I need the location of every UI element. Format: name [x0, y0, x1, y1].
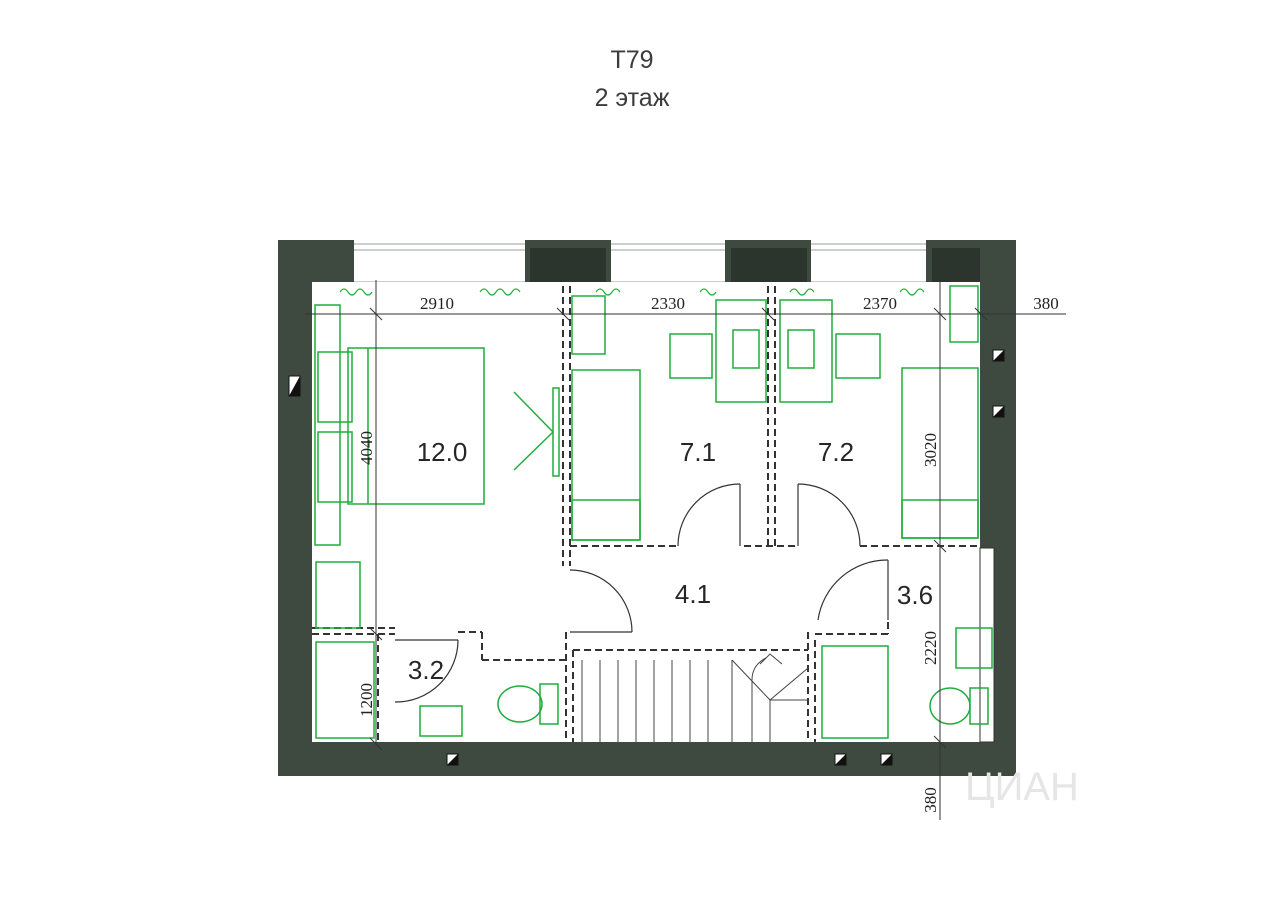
plan-title: T79 — [610, 46, 654, 74]
storage-rack — [315, 561, 361, 629]
dim-top-left: 2910 — [420, 294, 454, 313]
socket-markers — [288, 349, 1005, 766]
partitions — [312, 286, 980, 742]
staircase[interactable] — [581, 653, 809, 742]
toilet-1 — [497, 685, 543, 723]
dim-top-mid: 2330 — [651, 294, 685, 313]
shower-1 — [315, 641, 375, 739]
dim-bath-right: 2220 — [921, 631, 940, 665]
chair-2 — [835, 333, 881, 379]
room-area-bedroom-3: 7.2 — [818, 437, 854, 467]
sink-2 — [955, 627, 993, 669]
dim-bottom-outer: 380 — [921, 787, 940, 813]
desk-1 — [715, 299, 767, 403]
double-bed — [347, 347, 485, 505]
room-area-bath-1: 3.2 — [408, 655, 444, 685]
dim-bath-left: 1200 — [357, 683, 376, 717]
desk-2 — [779, 299, 833, 403]
curtains — [339, 288, 925, 296]
wardrobe — [314, 304, 341, 546]
exterior-walls — [278, 240, 1016, 776]
sink-1 — [419, 705, 463, 737]
doors — [394, 483, 889, 703]
dim-right-height: 3020 — [921, 433, 940, 467]
windows — [354, 243, 926, 283]
chair-1 — [669, 333, 713, 379]
shower-2 — [821, 645, 889, 739]
shelf-1 — [571, 295, 606, 355]
dim-right-outer: 380 — [1033, 294, 1059, 313]
dimension-lines — [305, 280, 1066, 820]
room-area-bath-2: 3.6 — [897, 580, 933, 610]
room-area-bedroom-2: 7.1 — [680, 437, 716, 467]
dim-top-right: 2370 — [863, 294, 897, 313]
cian-watermark: ЦИАН — [965, 765, 1079, 809]
floor-label: 2 этаж — [594, 84, 670, 112]
room-area-hall: 4.1 — [675, 579, 711, 609]
room-area-bedroom-main: 12.0 — [417, 437, 468, 467]
dim-left-height: 4040 — [357, 431, 376, 465]
